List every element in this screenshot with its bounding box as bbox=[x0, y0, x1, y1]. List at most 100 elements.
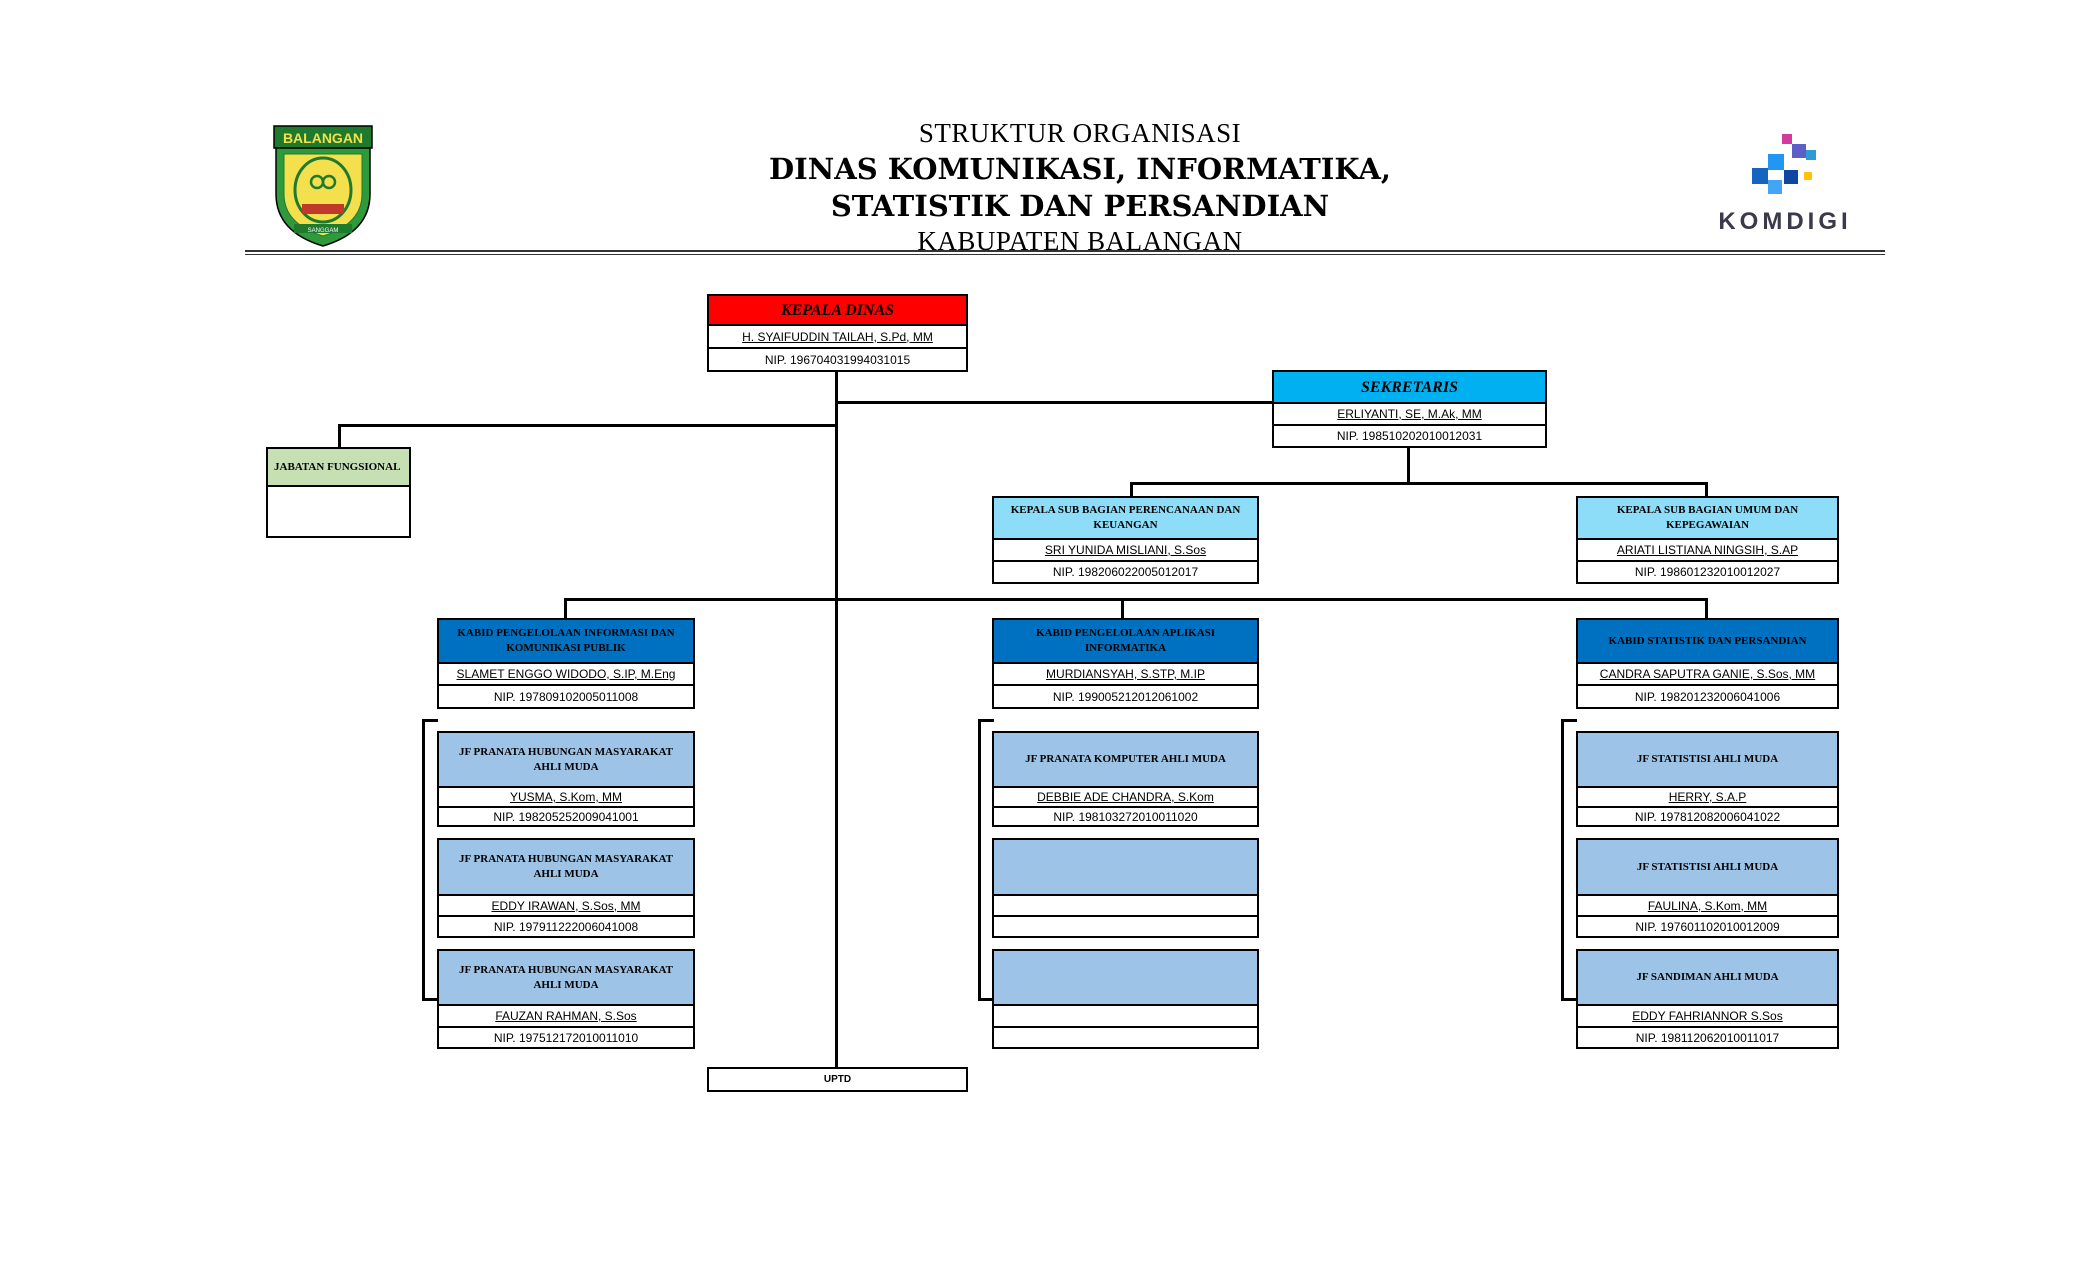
connector bbox=[978, 719, 981, 1000]
jf-humas-name: FAUZAN RAHMAN, S.Sos bbox=[439, 1006, 693, 1028]
connector bbox=[422, 719, 438, 722]
connector bbox=[1561, 719, 1577, 722]
komdigi-logo: KOMDIGI bbox=[1700, 130, 1870, 240]
jf-sandiman-nip: NIP. 198112062010011017 bbox=[1635, 1030, 1780, 1045]
uptd-box[interactable]: UPTD bbox=[707, 1067, 968, 1092]
jf-komputer-name bbox=[994, 896, 1257, 917]
jf-statistik-title: JF STATISTISI AHLI MUDA bbox=[1578, 733, 1837, 788]
jf-humas-title: JF PRANATA HUBUNGAN MASYARAKAT AHLI MUDA bbox=[439, 951, 693, 1006]
jf-komputer-box-3[interactable] bbox=[992, 949, 1259, 1049]
header-title-line1: STRUKTUR ORGANISASI bbox=[918, 118, 1242, 148]
connector bbox=[338, 424, 837, 427]
sekretaris-title: SEKRETARIS bbox=[1274, 372, 1545, 404]
balangan-crest-icon: BALANGAN SANGGAM bbox=[273, 125, 373, 247]
connector bbox=[422, 719, 425, 1000]
jf-sandiman-box[interactable]: JF SANDIMAN AHLI MUDA EDDY FAHRIANNOR S.… bbox=[1576, 949, 1839, 1049]
sekretaris-nip: NIP. 198510202010012031 bbox=[1336, 429, 1483, 443]
subbag-perencanaan-box[interactable]: KEPALA SUB BAGIAN PERENCANAAN DAN KEUANG… bbox=[992, 496, 1259, 584]
kabid-aplikasi-name: MURDIANSYAH, S.STP, M.IP bbox=[994, 664, 1257, 686]
jf-sandiman-title: JF SANDIMAN AHLI MUDA bbox=[1578, 951, 1837, 1006]
connector bbox=[1705, 482, 1708, 498]
header-rule bbox=[245, 250, 1885, 252]
subbag-perencanaan-nip: NIP. 198206022005012017 bbox=[1052, 565, 1199, 579]
connector bbox=[978, 998, 994, 1001]
jf-humas-name: EDDY IRAWAN, S.Sos, MM bbox=[439, 896, 693, 917]
kabid-statistik-name: CANDRA SAPUTRA GANIE, S.Sos, MM bbox=[1578, 664, 1837, 686]
connector bbox=[835, 401, 1275, 404]
jf-statistik-nip: NIP. 197601102010012009 bbox=[1635, 919, 1780, 934]
jf-humas-title: JF PRANATA HUBUNGAN MASYARAKAT AHLI MUDA bbox=[439, 733, 693, 788]
jf-komputer-nip bbox=[994, 917, 1257, 936]
jf-komputer-nip bbox=[994, 1028, 1257, 1047]
jf-humas-box-3[interactable]: JF PRANATA HUBUNGAN MASYARAKAT AHLI MUDA… bbox=[437, 949, 695, 1049]
kabid-informasi-title: KABID PENGELOLAAN INFORMASI DAN KOMUNIKA… bbox=[439, 620, 693, 664]
kabid-aplikasi-title: KABID PENGELOLAAN APLIKASI INFORMATIKA bbox=[994, 620, 1257, 664]
subbag-perencanaan-name: SRI YUNIDA MISLIANI, S.Sos bbox=[994, 540, 1257, 562]
header-title-line3: STATISTIK DAN PERSANDIAN bbox=[830, 189, 1330, 223]
subbag-umum-title: KEPALA SUB BAGIAN UMUM DAN KEPEGAWAIAN bbox=[1578, 498, 1837, 540]
connector bbox=[1561, 998, 1577, 1001]
header-title-line4: KABUPATEN BALANGAN bbox=[917, 226, 1243, 256]
kabid-informasi-box[interactable]: KABID PENGELOLAAN INFORMASI DAN KOMUNIKA… bbox=[437, 618, 695, 709]
subbag-umum-box[interactable]: KEPALA SUB BAGIAN UMUM DAN KEPEGAWAIAN A… bbox=[1576, 496, 1839, 584]
jf-humas-nip: NIP. 197512172010011010 bbox=[493, 1030, 639, 1045]
jabatan-fungsional-box[interactable]: JABATAN FUNGSIONAL bbox=[266, 447, 411, 538]
jf-statistik-box-2[interactable]: JF STATISTISI AHLI MUDA FAULINA, S.Kom, … bbox=[1576, 838, 1839, 938]
balangan-logo: BALANGAN SANGGAM bbox=[272, 124, 374, 248]
subbag-umum-nip: NIP. 198601232010012027 bbox=[1634, 565, 1781, 579]
kabid-statistik-box[interactable]: KABID STATISTIK DAN PERSANDIAN CANDRA SA… bbox=[1576, 618, 1839, 709]
kepala-dinas-nip: NIP. 196704031994031015 bbox=[764, 352, 911, 367]
kabid-informasi-name: SLAMET ENGGO WIDODO, S.IP, M.Eng bbox=[439, 664, 693, 686]
connector bbox=[1130, 482, 1133, 498]
jf-statistik-nip: NIP. 197812082006041022 bbox=[1634, 809, 1781, 824]
jf-komputer-box-2[interactable] bbox=[992, 838, 1259, 938]
sekretaris-name: ERLIYANTI, SE, M.Ak, MM bbox=[1274, 404, 1545, 426]
kabid-aplikasi-nip: NIP. 199005212012061002 bbox=[1052, 689, 1199, 704]
jf-sandiman-name: EDDY FAHRIANNOR S.Sos bbox=[1578, 1006, 1837, 1028]
jf-humas-nip: NIP. 197911222006041008 bbox=[493, 919, 639, 934]
balangan-banner-text: BALANGAN bbox=[283, 130, 363, 146]
header-rule-thin bbox=[245, 254, 1885, 255]
jf-humas-box-1[interactable]: JF PRANATA HUBUNGAN MASYARAKAT AHLI MUDA… bbox=[437, 731, 695, 827]
jf-humas-box-2[interactable]: JF PRANATA HUBUNGAN MASYARAKAT AHLI MUDA… bbox=[437, 838, 695, 938]
kepala-dinas-name: H. SYAIFUDDIN TAILAH, S.Pd, MM bbox=[709, 326, 966, 349]
connector bbox=[1407, 446, 1410, 484]
sekretaris-box[interactable]: SEKRETARIS ERLIYANTI, SE, M.Ak, MM NIP. … bbox=[1272, 370, 1547, 448]
jabatan-fungsional-title: JABATAN FUNGSIONAL bbox=[268, 449, 409, 487]
header-title-line2: DINAS KOMUNIKASI, INFORMATIKA, bbox=[769, 152, 1391, 186]
komdigi-mark-icon bbox=[1752, 134, 1816, 194]
jf-komputer-box-1[interactable]: JF PRANATA KOMPUTER AHLI MUDA DEBBIE ADE… bbox=[992, 731, 1259, 827]
connector bbox=[1561, 719, 1564, 1000]
jf-statistik-name: FAULINA, S.Kom, MM bbox=[1578, 896, 1837, 917]
connector bbox=[422, 998, 438, 1001]
kabid-aplikasi-box[interactable]: KABID PENGELOLAAN APLIKASI INFORMATIKA M… bbox=[992, 618, 1259, 709]
jf-humas-title: JF PRANATA HUBUNGAN MASYARAKAT AHLI MUDA bbox=[439, 840, 693, 896]
connector bbox=[564, 598, 1708, 601]
jf-komputer-nip: NIP. 198103272010011020 bbox=[1053, 809, 1198, 824]
jf-statistik-name: HERRY, S.A.P bbox=[1578, 788, 1837, 808]
jf-humas-name: YUSMA, S.Kom, MM bbox=[439, 788, 693, 808]
kepala-dinas-title: KEPALA DINAS bbox=[709, 296, 966, 326]
kabid-statistik-title: KABID STATISTIK DAN PERSANDIAN bbox=[1578, 620, 1837, 664]
subbag-perencanaan-title: KEPALA SUB BAGIAN PERENCANAAN DAN KEUANG… bbox=[994, 498, 1257, 540]
jf-humas-nip: NIP. 198205252009041001 bbox=[493, 809, 639, 824]
kepala-dinas-box[interactable]: KEPALA DINAS H. SYAIFUDDIN TAILAH, S.Pd,… bbox=[707, 294, 968, 372]
jf-komputer-title: JF PRANATA KOMPUTER AHLI MUDA bbox=[994, 733, 1257, 788]
connector bbox=[338, 424, 341, 448]
connector bbox=[564, 598, 567, 620]
kabid-informasi-nip: NIP. 197809102005011008 bbox=[493, 689, 639, 704]
connector bbox=[835, 371, 838, 1067]
connector bbox=[978, 719, 994, 722]
connector bbox=[1130, 482, 1708, 485]
jf-statistik-box-1[interactable]: JF STATISTISI AHLI MUDA HERRY, S.A.P NIP… bbox=[1576, 731, 1839, 827]
jabatan-fungsional-body bbox=[268, 487, 409, 536]
jf-komputer-name bbox=[994, 1006, 1257, 1028]
jf-komputer-name: DEBBIE ADE CHANDRA, S.Kom bbox=[994, 788, 1257, 808]
jf-komputer-title bbox=[994, 840, 1257, 896]
jf-statistik-title: JF STATISTISI AHLI MUDA bbox=[1578, 840, 1837, 896]
subbag-umum-name: ARIATI LISTIANA NINGSIH, S.AP bbox=[1578, 540, 1837, 562]
connector bbox=[1121, 598, 1124, 620]
jf-komputer-title bbox=[994, 951, 1257, 1006]
komdigi-logo-text: KOMDIGI bbox=[1718, 208, 1852, 235]
balangan-ribbon-text: SANGGAM bbox=[308, 228, 339, 234]
